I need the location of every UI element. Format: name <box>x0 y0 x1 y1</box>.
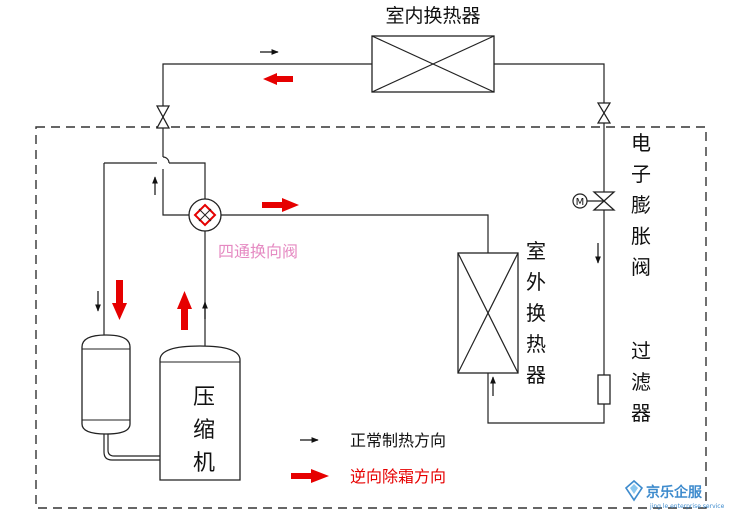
motor-icon <box>572 193 588 209</box>
svg-text:阀: 阀 <box>631 255 651 279</box>
indoor-heat-exchanger <box>371 35 495 93</box>
compressor <box>159 345 241 481</box>
legend-normal-label: 正常制热方向 <box>350 431 446 450</box>
pipe-to-valve-top <box>169 162 206 200</box>
pipe-outdoor-bottom <box>487 373 605 424</box>
svg-text:滤: 滤 <box>631 370 651 394</box>
four-way-valve <box>188 198 222 232</box>
arrow-defrost-discharge-up <box>177 291 192 330</box>
watermark-logo: 京乐企服 jing le enterprise service <box>624 479 725 510</box>
watermark-subtext: jing le enterprise service <box>649 503 725 510</box>
svg-text:胀: 胀 <box>631 224 651 248</box>
exp-valve-label: 电 子 膨 胀 阀 <box>631 131 651 279</box>
svg-text:膨: 膨 <box>631 193 651 217</box>
electronic-expansion-valve: M <box>572 191 616 211</box>
legend: 正常制热方向 逆向除霜方向 <box>291 431 446 486</box>
arrow-defrost-accum-down <box>112 280 127 320</box>
svg-text:过: 过 <box>631 339 651 363</box>
svg-text:热: 热 <box>526 332 546 356</box>
svg-text:外: 外 <box>526 270 546 294</box>
pipe-bump <box>162 156 170 164</box>
svg-text:器: 器 <box>631 401 651 425</box>
filter <box>597 374 611 405</box>
diamond-logo-icon <box>624 479 644 502</box>
accumulator <box>81 334 131 435</box>
filter-label: 过 滤 器 <box>631 339 651 425</box>
indoor-hx-label: 室内换热器 <box>385 5 480 27</box>
svg-text:器: 器 <box>526 363 546 387</box>
outdoor-heat-exchanger <box>457 252 519 374</box>
outdoor-hx-label: 室 外 换 热 器 <box>526 239 546 387</box>
pipe-right-top <box>494 63 605 108</box>
svg-text:缩: 缩 <box>193 418 215 443</box>
arrow-defrost-top <box>263 73 293 85</box>
defrost-flow-arrows <box>112 73 299 330</box>
watermark-text: 京乐企服 <box>646 484 703 501</box>
outdoor-unit-boundary <box>35 126 707 509</box>
svg-text:M: M <box>576 197 585 208</box>
normal-flow-arrows <box>95 49 601 396</box>
pipe-suction-2 <box>107 432 160 457</box>
svg-text:室: 室 <box>526 239 546 263</box>
legend-defrost-arrow <box>291 469 329 483</box>
pipe-valve-to-outdoor <box>221 214 489 253</box>
svg-text:电: 电 <box>631 131 651 155</box>
service-valve-right <box>596 102 612 124</box>
service-valve-left <box>155 105 171 129</box>
pipe-valve-left <box>162 169 189 216</box>
four-way-valve-label: 四通换向阀 <box>218 242 298 261</box>
legend-defrost-label: 逆向除霜方向 <box>350 467 446 486</box>
svg-text:机: 机 <box>193 451 215 476</box>
svg-text:子: 子 <box>631 162 651 186</box>
compressor-label: 压 缩 机 <box>193 385 215 476</box>
svg-text:压: 压 <box>193 385 215 410</box>
pipe-left-top <box>162 63 372 112</box>
pipe-suction <box>103 432 160 461</box>
svg-text:换: 换 <box>526 301 546 325</box>
arrow-defrost-to-outdoor <box>262 198 299 212</box>
